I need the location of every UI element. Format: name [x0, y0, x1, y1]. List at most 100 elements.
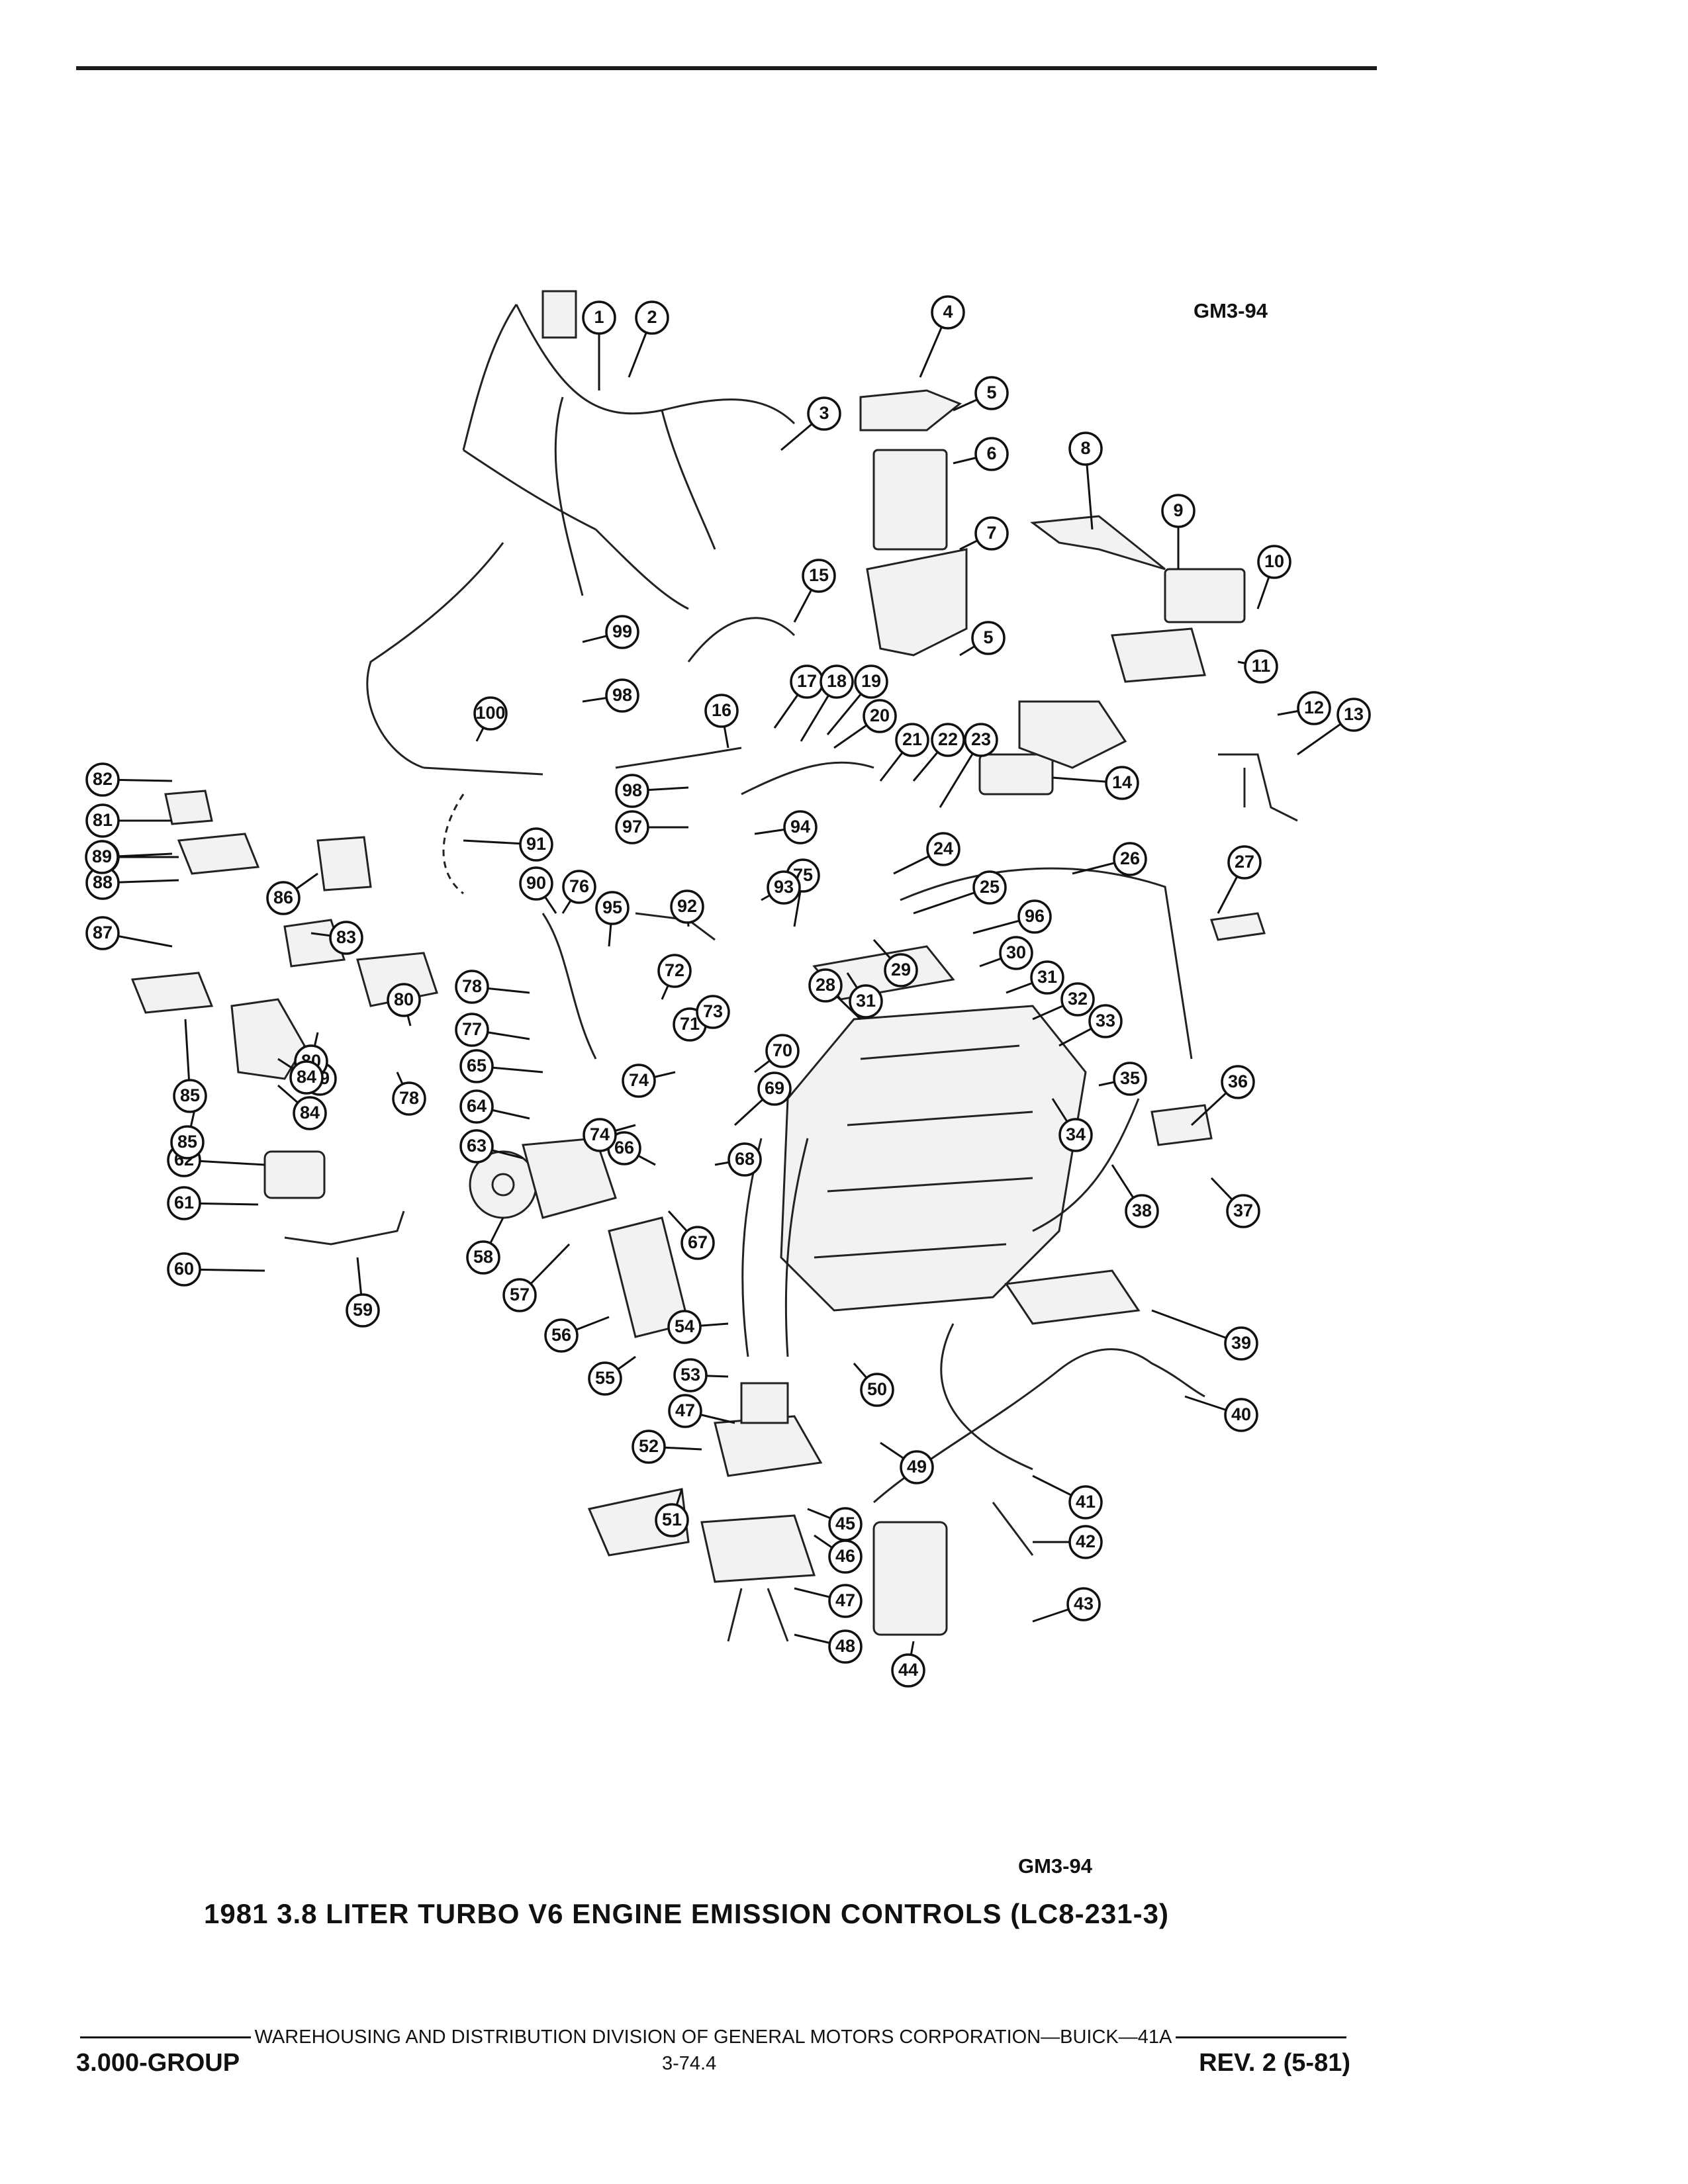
callout-number: 11: [1252, 656, 1271, 676]
callout-number: 92: [677, 896, 697, 916]
callout-circle: [455, 1013, 489, 1047]
callout-56: 56: [544, 1318, 579, 1353]
callout-49: 49: [900, 1450, 934, 1484]
callout-circle: [329, 921, 363, 955]
callout-circle: [1224, 1398, 1258, 1432]
callout-32: 32: [1060, 982, 1095, 1017]
callout-number: 45: [835, 1514, 855, 1533]
callout-26: 26: [1113, 842, 1147, 876]
callout-circle: [964, 723, 998, 757]
callout-number: 22: [938, 729, 958, 749]
hose-25-26: [900, 867, 1193, 1060]
callout-number: 32: [1068, 989, 1088, 1009]
callout-65: 65: [459, 1049, 494, 1083]
callout-number: 55: [595, 1368, 615, 1388]
solenoid-85: [316, 836, 372, 891]
callout-circle: [1105, 766, 1139, 800]
callout-circle: [828, 1629, 863, 1664]
callout-number: 78: [399, 1088, 419, 1108]
callout-circle: [632, 1430, 666, 1464]
callout-5: 5: [971, 621, 1006, 655]
callout-number: 94: [790, 817, 810, 837]
callout-70: 70: [765, 1034, 800, 1068]
callout-54: 54: [667, 1310, 702, 1344]
callout-number: 100: [475, 703, 505, 723]
callout-84: 84: [293, 1096, 327, 1130]
engine-detail: [814, 1044, 1033, 1259]
callout-number: 86: [273, 887, 293, 907]
callout-11: 11: [1244, 649, 1278, 684]
callout-circle: [820, 664, 854, 699]
footer: 3.000-GROUP 3-74.4 REV. 2 (5-81): [76, 2049, 1350, 2079]
callout-5: 5: [974, 376, 1009, 410]
ecm-module: [872, 449, 948, 551]
callout-number: 35: [1120, 1068, 1140, 1088]
callout-circle: [167, 1186, 201, 1220]
figure-code-top: GM3-94: [1194, 299, 1268, 322]
callout-83: 83: [329, 921, 363, 955]
callout-1: 1: [582, 300, 616, 335]
callout-circle: [455, 970, 489, 1004]
callout-number: 17: [797, 671, 817, 691]
air-cleaner-neck: [740, 1382, 789, 1424]
callout-86: 86: [266, 881, 301, 915]
callout-33: 33: [1088, 1004, 1123, 1038]
callout-circle: [473, 696, 508, 731]
callout-circle: [807, 396, 841, 431]
callout-number: 29: [891, 960, 911, 979]
callout-90: 90: [519, 866, 553, 901]
callout-84: 84: [289, 1060, 324, 1095]
callout-74: 74: [622, 1064, 656, 1098]
callout-97: 97: [615, 810, 649, 844]
callout-circle: [173, 1079, 207, 1113]
callout-number: 24: [933, 839, 953, 858]
callout-number: 96: [1025, 906, 1045, 926]
callout-number: 73: [703, 1001, 723, 1021]
callout-57: 57: [502, 1278, 537, 1312]
callout-circle: [849, 984, 883, 1019]
callout-91: 91: [519, 827, 553, 862]
pulley-hub: [491, 1173, 515, 1197]
hose-38: [1032, 1098, 1140, 1232]
egr-81-top: [164, 790, 213, 825]
callout-number: 63: [467, 1136, 487, 1156]
vapor-canister: [872, 1521, 948, 1636]
callout-74: 74: [583, 1118, 617, 1152]
callout-circle: [170, 1125, 205, 1160]
callout-circle: [459, 1049, 494, 1083]
callout-circle: [85, 916, 120, 950]
callout-circle: [1244, 649, 1278, 684]
callout-66: 66: [607, 1131, 641, 1165]
sensor-27: [1210, 912, 1266, 941]
callout-circle: [808, 968, 843, 1003]
callout-circle: [926, 832, 961, 866]
callout-number: 10: [1264, 551, 1284, 571]
callout-93: 93: [767, 870, 801, 905]
callout-circle: [622, 1064, 656, 1098]
callout-number: 48: [835, 1636, 855, 1656]
callout-89: 89: [85, 840, 119, 874]
connector-block: [541, 290, 577, 339]
callout-number: 21: [902, 729, 922, 749]
callout-number: 23: [971, 729, 991, 749]
bracket-39: [1004, 1269, 1141, 1325]
callout-number: 7: [986, 523, 996, 543]
callout-circle: [615, 774, 649, 808]
callout-98: 98: [615, 774, 649, 808]
callout-circle: [863, 699, 897, 733]
callout-number: 37: [1233, 1201, 1253, 1220]
callout-36: 36: [1221, 1065, 1255, 1099]
callout-8: 8: [1068, 432, 1103, 466]
callout-38: 38: [1125, 1194, 1159, 1228]
callout-circle: [828, 1584, 863, 1618]
callout-number: 26: [1120, 848, 1140, 868]
callout-82: 82: [85, 762, 120, 797]
callout-number: 25: [980, 877, 1000, 897]
callout-circle: [1068, 432, 1103, 466]
callout-number: 76: [569, 876, 589, 896]
callout-50: 50: [860, 1373, 894, 1407]
callout-number: 81: [93, 810, 113, 830]
callout-circle: [974, 437, 1009, 471]
callout-number: 74: [590, 1124, 610, 1144]
callout-number: 58: [473, 1247, 493, 1267]
